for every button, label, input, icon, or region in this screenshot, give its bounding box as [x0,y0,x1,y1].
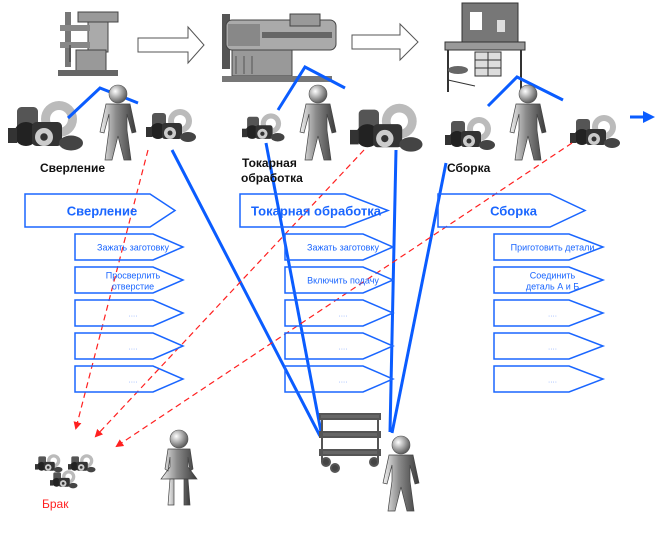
process-step-label: .... [339,343,348,352]
process-step-shape [284,332,395,360]
process-step[interactable]: .... [74,365,185,393]
process-header-shape[interactable] [437,193,587,228]
process-step-label: деталь А и Б [526,282,579,292]
process-step-shape [74,365,185,393]
worker-turning-icon [299,84,337,161]
cart-icon [319,413,381,473]
process-header-title: Сверление [67,204,137,219]
process-step-label: .... [129,343,138,352]
process-step-shape [493,299,606,327]
process-step-label: .... [548,310,557,319]
process-header-shape[interactable] [239,193,391,228]
process-step-shape [493,365,606,393]
process-step-shape [493,266,606,294]
process-step[interactable]: .... [284,299,395,327]
parts-pile-icon [445,117,495,150]
station-label-turning-line1: Токарная [242,156,297,170]
parts-pile-icon [146,109,196,142]
defect-links [73,142,573,448]
process-step[interactable]: Приготовить детали [493,233,606,261]
process-step[interactable]: .... [493,365,606,393]
process-step-shape [284,266,395,294]
defect-parts-icon [35,454,96,489]
worker-assembly-icon [509,84,547,161]
process-step-shape [493,332,606,360]
process-step[interactable]: Зажать заготовку [284,233,395,261]
process-step[interactable]: .... [74,299,185,327]
process-step-label: Соединить [530,271,576,281]
lathe-machine [222,13,337,82]
process-step[interactable]: .... [493,299,606,327]
process-step-shape [74,233,185,261]
process-step-label: .... [548,376,557,385]
process-step-label: .... [339,376,348,385]
process-step-label: .... [548,343,557,352]
process-step-shape [284,299,395,327]
parts-pile-icon [350,103,423,152]
process-step-shape [493,233,606,261]
process-step[interactable]: .... [284,365,395,393]
process-step[interactable]: .... [493,332,606,360]
process-step-shape [74,266,185,294]
process-step[interactable]: .... [74,332,185,360]
worker-links [66,65,564,438]
process-step-shape [74,299,185,327]
worker-drilling-icon [99,84,137,161]
worker-transport-icon [382,435,420,512]
workbench-machine [444,2,526,92]
station-label-drilling: Сверление [40,161,106,175]
process-header-title: Токарная обработка [251,204,382,219]
parts-pile-icon [242,113,285,142]
station-label-turning-line2: обработка [241,171,303,185]
process-step[interactable]: .... [284,332,395,360]
process-step-label: Приготовить детали [511,243,595,253]
process-step-label: Зажать заготовку [307,243,379,253]
process-step-label: Включить подачу [307,276,379,286]
parts-pile-icon [8,101,83,151]
process-step-label: Зажать заготовку [97,243,169,253]
process-step-label: отверстие [112,282,154,292]
process-step-label: .... [129,376,138,385]
worker-inspector-icon [160,429,198,506]
process-step-label: .... [129,310,138,319]
process-step-shape [284,365,395,393]
flow-arrow-2 [351,22,419,62]
process-header-title: Сборка [490,204,538,219]
defect-label: Брак [42,497,69,511]
process-step-shape [284,233,395,261]
process-step[interactable]: Включить подачу [284,266,395,294]
process-step-label: Просверлить [106,271,161,281]
process-header-shape[interactable] [24,193,177,228]
drill-press-machine [55,5,125,80]
process-step-shape [74,332,185,360]
parts-pile-icon [570,115,620,148]
flow-arrow-1 [137,25,205,65]
station-label-assembly: Сборка [447,161,491,175]
process-step[interactable]: Зажать заготовку [74,233,185,261]
process-step-label: .... [339,310,348,319]
